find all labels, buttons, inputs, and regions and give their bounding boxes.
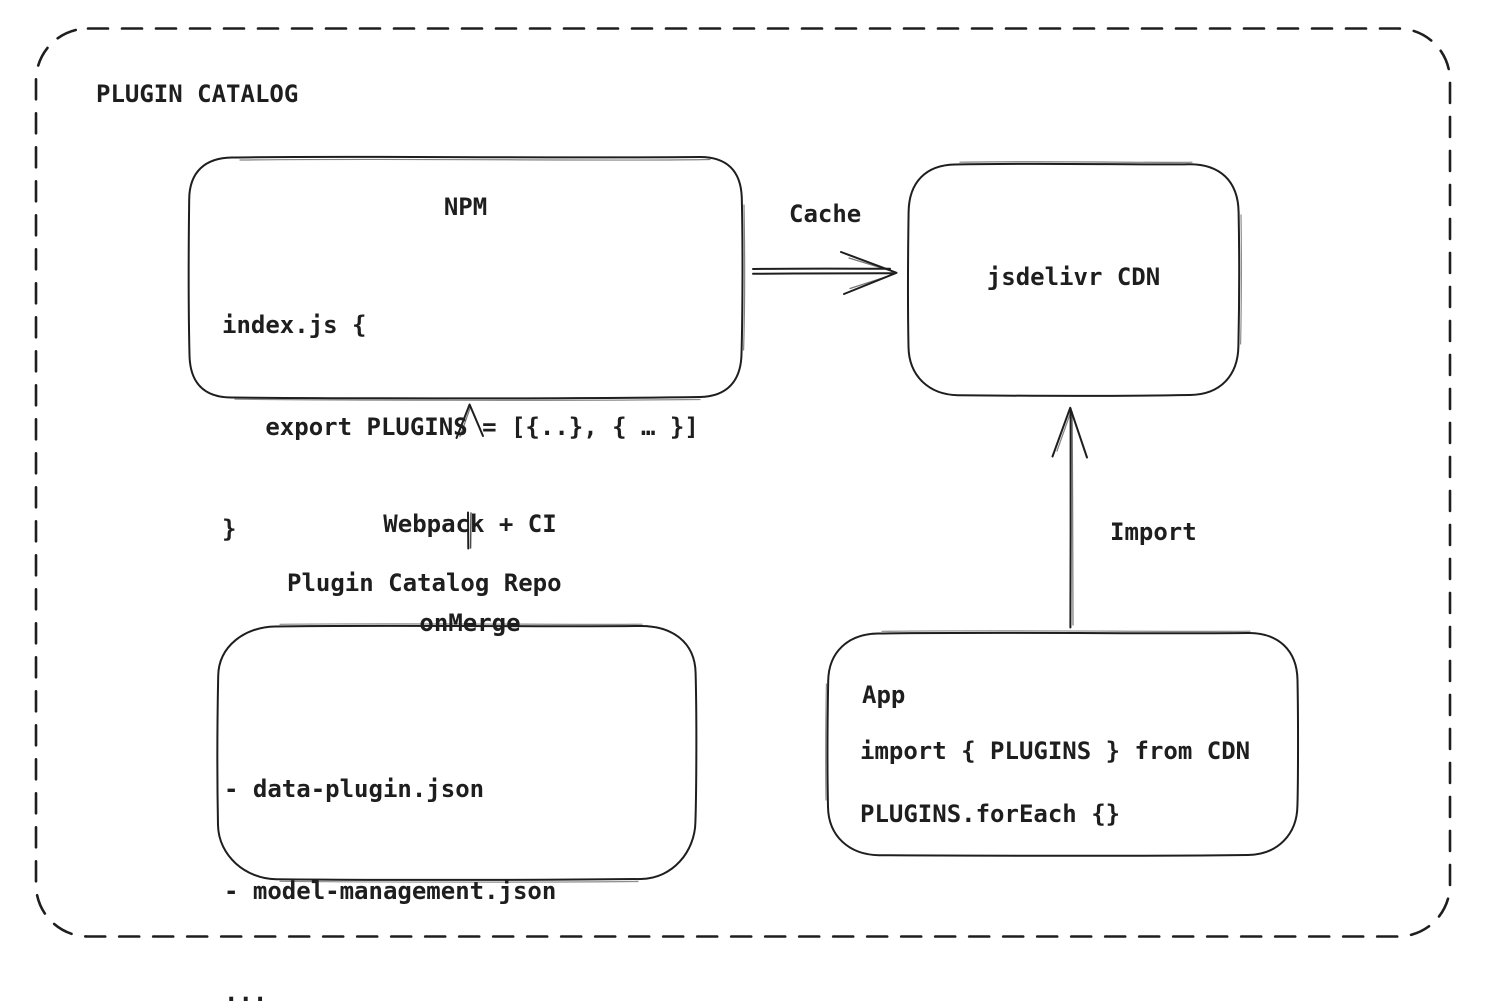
app-code-line: PLUGINS.forEach {} [860,800,1121,828]
cache-edge-label: Cache [789,200,862,228]
cdn-node-label: jsdelivr CDN [986,263,1161,291]
app-node-title: App [862,681,906,709]
build-edge-label-line1: Webpack + CI [383,510,557,538]
npm-code-block: index.js { export PLUGINS = [{..}, { … }… [222,240,699,614]
import-edge-label: Import [1110,518,1197,546]
repo-node-shape [216,623,698,883]
build-edge-label: Webpack + CI onMerge [320,442,620,706]
cache-arrow [752,251,898,295]
app-code-line: import { PLUGINS } from CDN [860,737,1251,765]
build-edge-label-line2: onMerge [419,609,521,637]
repo-node-label: Plugin Catalog Repo [287,569,562,597]
repo-file-item: ... [224,979,268,1002]
cdn-node-shape [906,161,1242,397]
npm-code-line: export PLUGINS = [{..}, { … }] [222,413,699,441]
repo-file-item: - data-plugin.json [224,775,485,803]
app-node-shape [825,630,1300,857]
repo-file-item: - model-management.json [224,877,557,905]
outer-dashed-frame [34,27,1452,938]
frame-title: PLUGIN CATALOG [96,80,299,108]
npm-code-line: index.js { [222,311,367,339]
npm-node-shape [187,155,746,401]
npm-code-line: } [222,515,237,543]
repo-file-list: - data-plugin.json - model-management.js… [224,704,556,1002]
import-arrow [1051,406,1088,629]
build-arrow [455,403,484,550]
npm-node-title: NPM [443,193,488,221]
